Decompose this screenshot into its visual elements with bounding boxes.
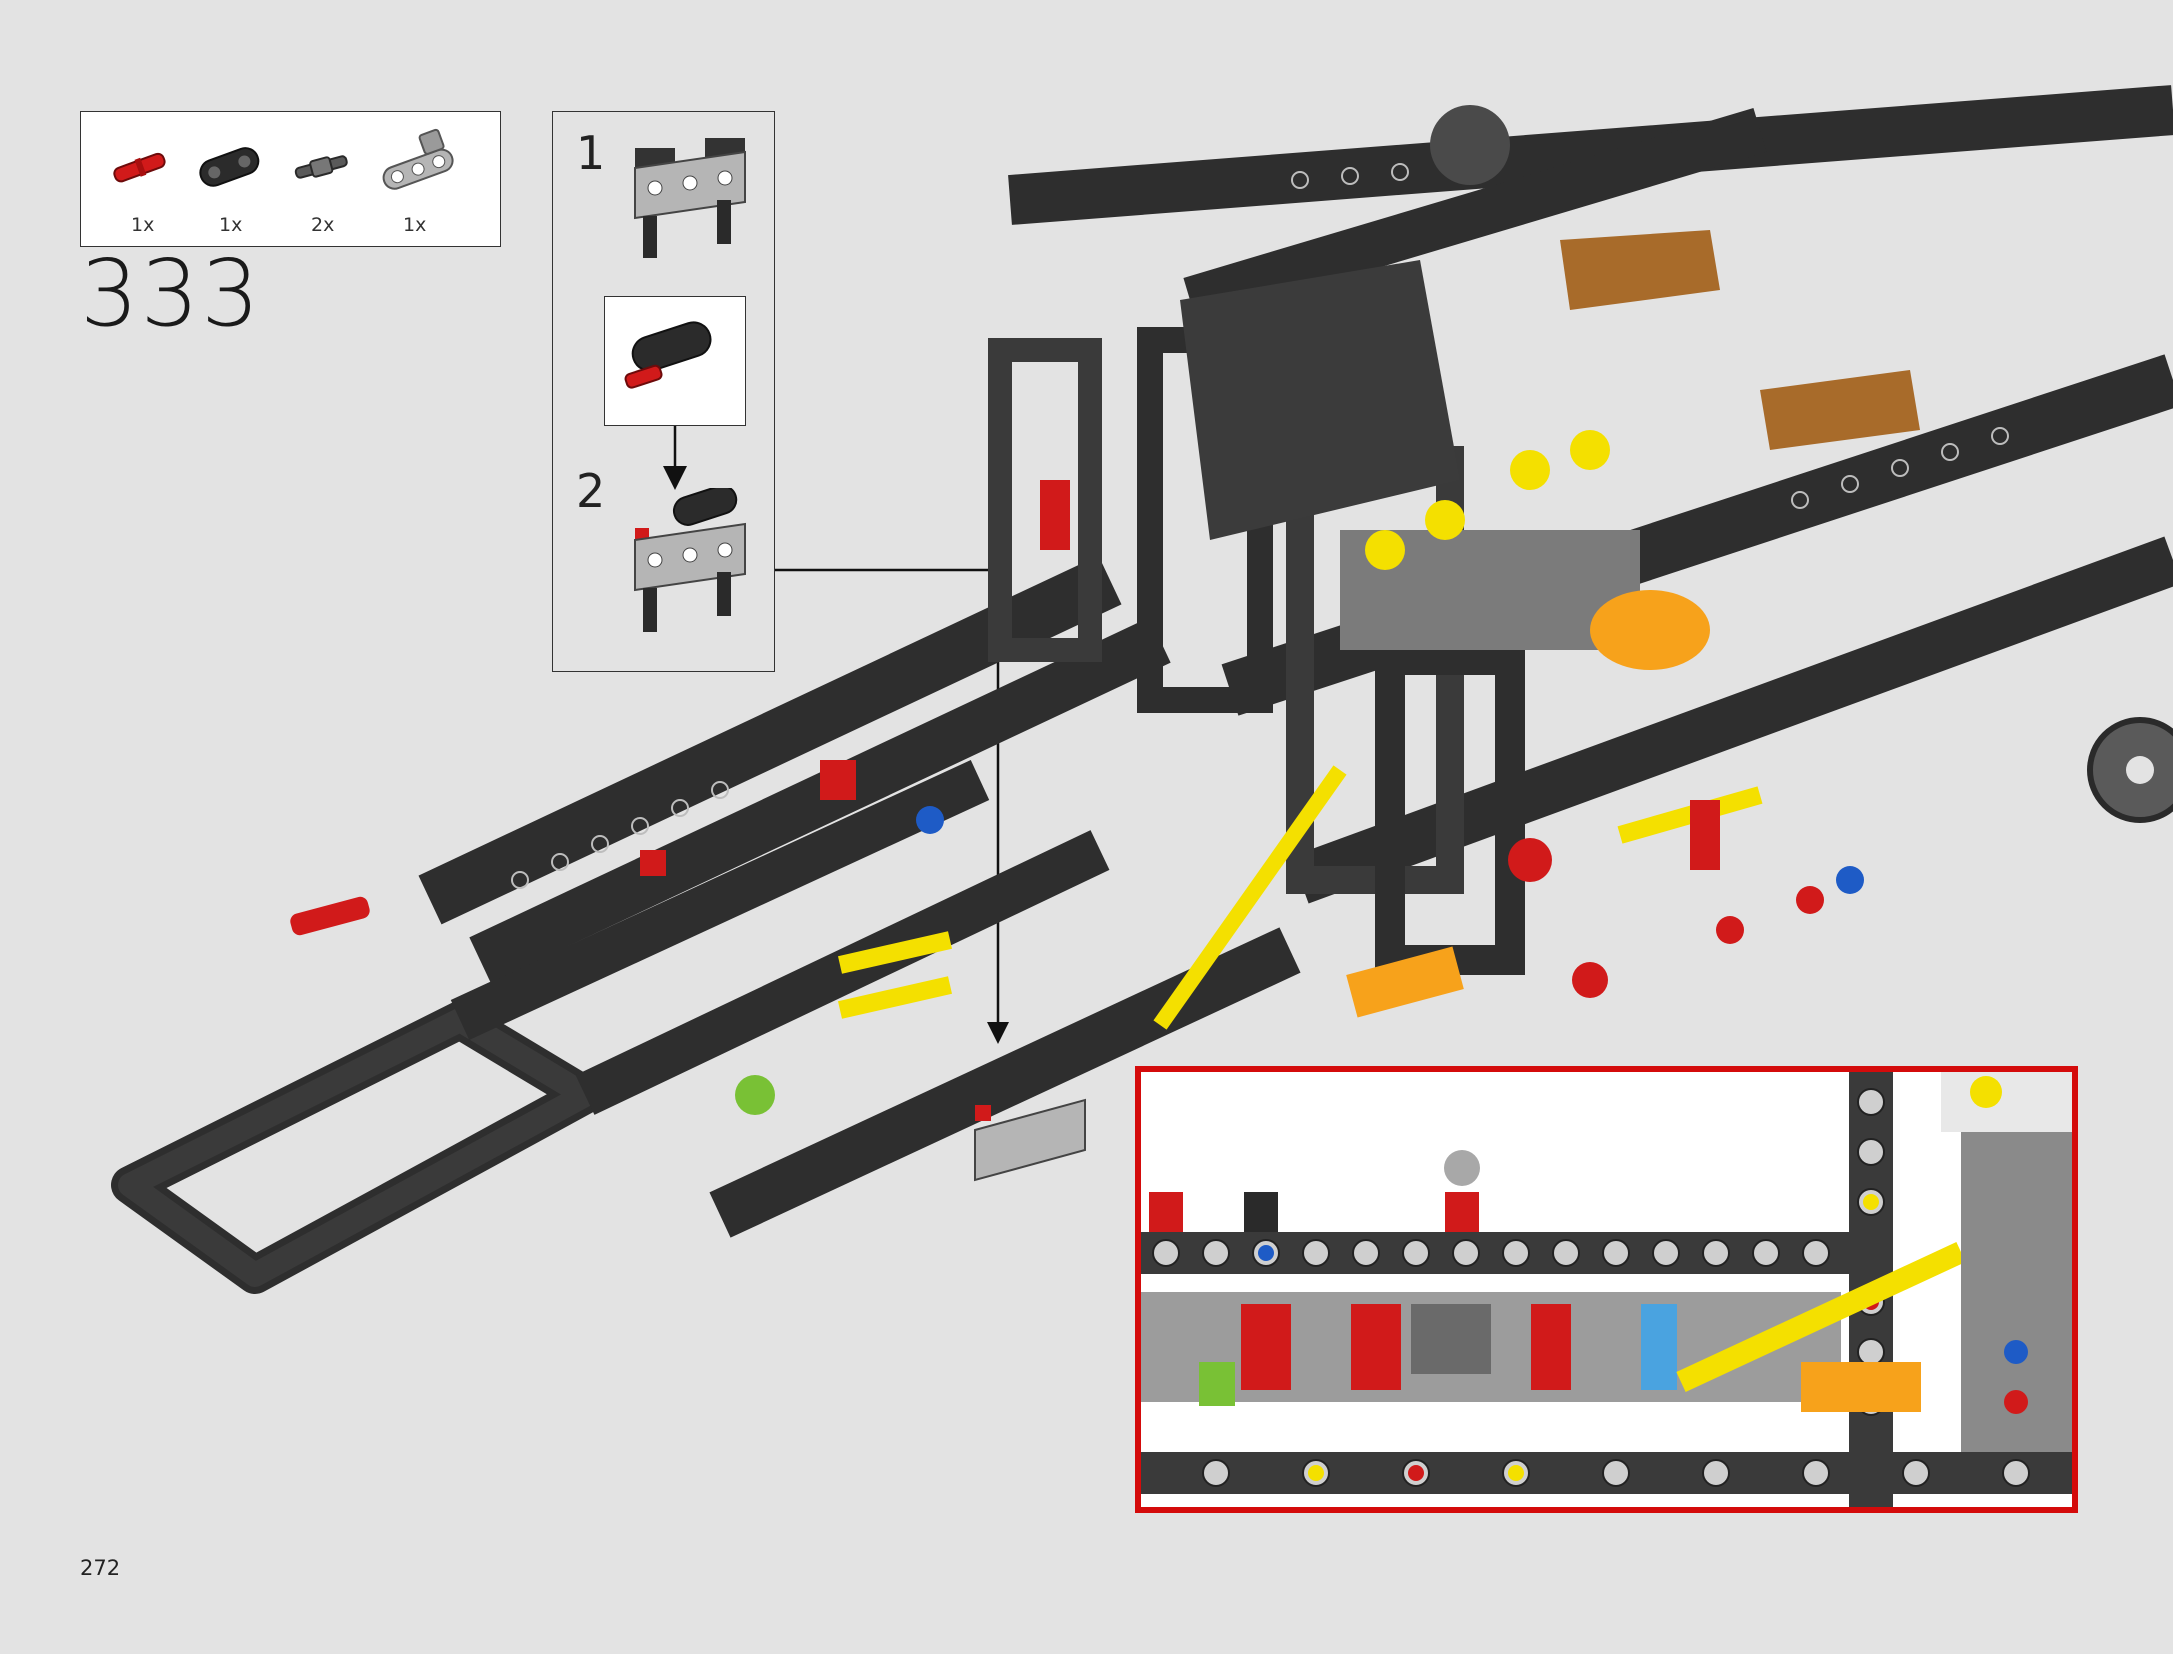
part-quantity: 2x	[311, 214, 335, 236]
part-dark-gray-axle-joiner: 2x	[281, 126, 361, 236]
wheel-hub	[1430, 105, 2173, 823]
detail-inset	[1135, 1066, 2078, 1513]
page-number: 272	[80, 1556, 121, 1580]
cam-link-with-pin-image	[624, 321, 712, 389]
axle-joiner-icon	[294, 155, 348, 179]
part-light-gray-beam: 1x	[373, 126, 454, 236]
parts-list-box: 1x 1x 2x	[80, 111, 501, 247]
substep-number-1: 1	[576, 126, 606, 180]
callout-subassembly	[604, 296, 746, 426]
step-number: 333	[80, 240, 262, 347]
connectors	[290, 480, 1864, 1115]
beam-with-pins-icon	[382, 128, 454, 190]
red-axle-pin-icon	[113, 152, 166, 183]
cam-link-icon	[199, 147, 260, 187]
part-black-cam-link: 1x	[189, 126, 269, 236]
substep1-beam-image	[634, 138, 746, 258]
inset-illustration	[1141, 1072, 2072, 1507]
substep-number-2: 2	[576, 464, 606, 518]
part-quantity: 1x	[219, 214, 243, 236]
axles	[838, 765, 1763, 1030]
part-quantity: 1x	[131, 214, 155, 236]
arrow-down-icon	[663, 426, 687, 490]
substep2-assembly-image	[634, 488, 746, 632]
part-quantity: 1x	[403, 214, 427, 236]
part-red-axle-pin: 1x	[101, 126, 181, 236]
placed-beam	[974, 1098, 1086, 1182]
engine-block	[1180, 230, 1920, 670]
